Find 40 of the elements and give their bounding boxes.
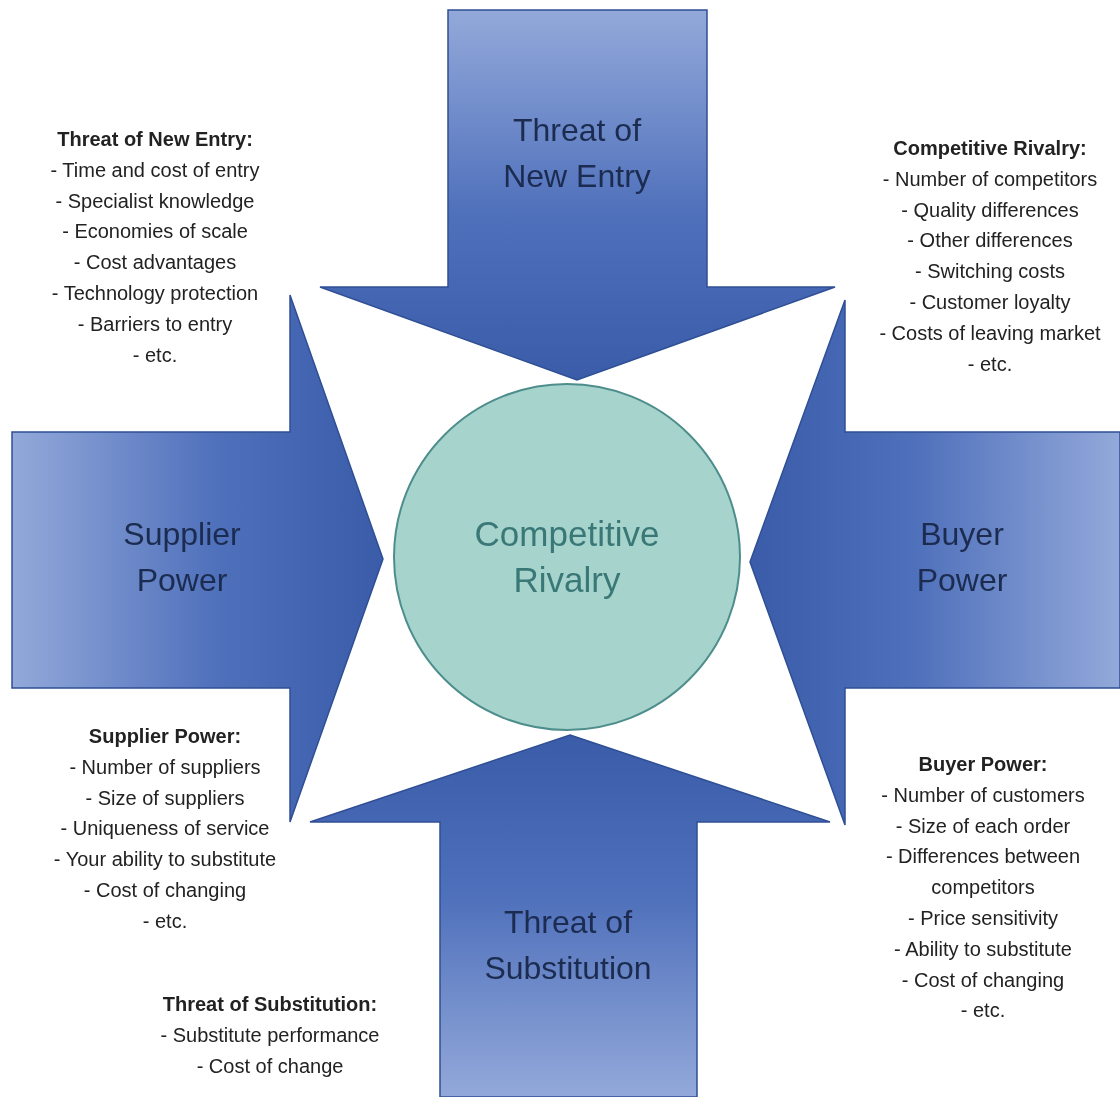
arrow-label: Buyer Power: [915, 515, 1009, 600]
note-item: - Number of suppliers: [69, 754, 261, 780]
note-item: - Switching costs: [914, 259, 1065, 285]
note-item: - Customer loyalty: [909, 290, 1071, 315]
note-heading: Buyer Power:: [918, 752, 1048, 777]
arrow-label: Threat of New Entry: [502, 111, 652, 196]
note-item: - Uniqueness of service: [60, 816, 270, 842]
note-item: - Other differences: [907, 228, 1073, 254]
note-item: - Cost of changing: [901, 967, 1065, 993]
note-item: - Size of each order: [895, 813, 1071, 839]
note-item: - Costs of leaving market: [879, 320, 1101, 346]
note-item: - Cost of change: [196, 1053, 344, 1079]
note-item: - Ability to substitute: [894, 936, 1072, 962]
note-item: - etc.: [967, 351, 1013, 377]
note-item: - Size of suppliers: [85, 785, 245, 811]
note-item: - Economies of scale: [62, 219, 248, 245]
note-heading: Threat of Substitution:: [162, 992, 378, 1017]
note-item: - etc.: [960, 998, 1006, 1024]
note-item: - Substitute performance: [160, 1022, 380, 1048]
circle-label: Competitive Rivalry: [473, 513, 661, 601]
note-heading: Supplier Power:: [88, 724, 242, 749]
note-item: - Number of competitors: [882, 166, 1098, 192]
note-item: - Differences between competitors: [884, 844, 1082, 901]
note-heading: Competitive Rivalry:: [893, 136, 1087, 161]
note-item: - etc.: [132, 342, 178, 368]
arrow-label: Supplier Power: [122, 515, 242, 600]
note-item: - Cost advantages: [73, 250, 237, 276]
note-item: - Cost of changing: [83, 878, 247, 903]
note-item: - etc.: [142, 908, 188, 934]
note-item: - Technology protection: [51, 281, 259, 306]
block-arrow: [320, 10, 835, 380]
note-item: - Quality differences: [901, 197, 1079, 223]
note-item: - Price sensitivity: [908, 906, 1058, 931]
arrow-label: Threat of Substitution: [483, 903, 653, 988]
note-item: - Number of customers: [881, 782, 1085, 808]
note-heading: Threat of New Entry:: [57, 127, 253, 152]
note-item: - Time and cost of entry: [50, 157, 260, 183]
note-item: - Your ability to substitute: [53, 847, 277, 873]
note-item: - Barriers to entry: [77, 311, 233, 337]
note-item: - Specialist knowledge: [55, 188, 255, 214]
